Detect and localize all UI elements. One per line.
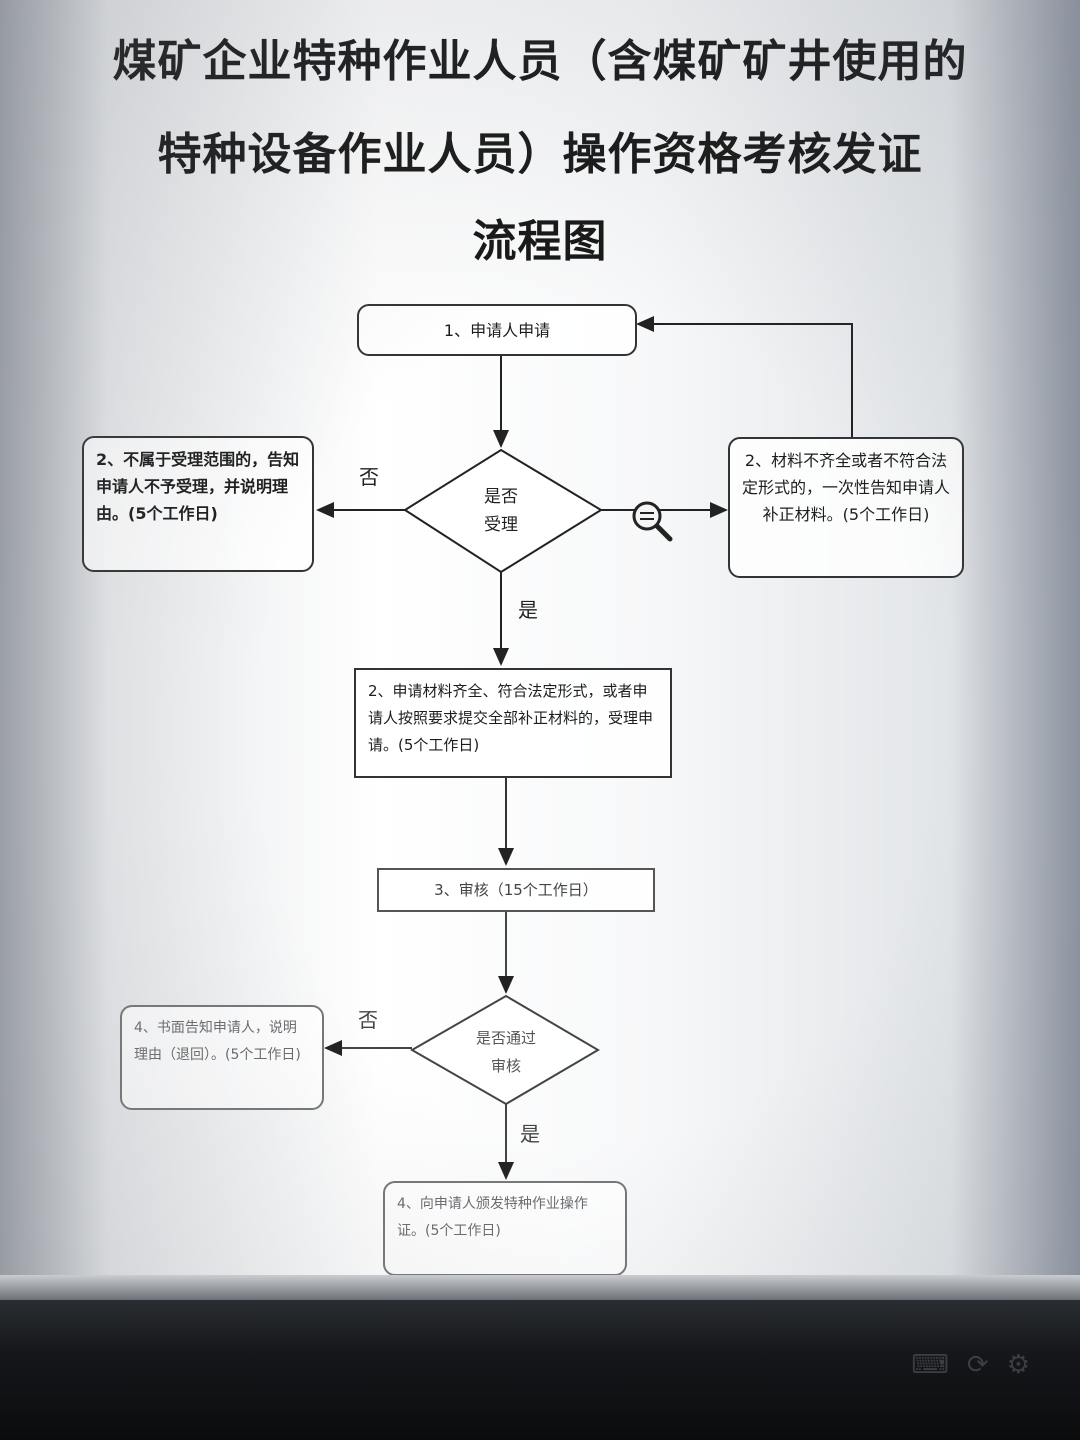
node-issue: 4、向申请人颁发特种作业操作证。(5个工作日): [383, 1181, 627, 1276]
edge-label-no-1: 否: [359, 465, 379, 489]
decision-accept-line-2: 受理: [484, 515, 518, 535]
decision-accept-line-1: 是否: [484, 487, 518, 507]
bezel-icons: ⌨ ⟳ ⚙: [911, 1350, 1030, 1380]
refresh-icon[interactable]: ⟳: [966, 1350, 989, 1380]
node-reject-text: 2、不属于受理范围的，告知申请人不予受理，并说明理由。(5个工作日): [96, 450, 300, 523]
node-apply: 1、申请人申请: [357, 304, 637, 356]
edge-label-no-2: 否: [358, 1008, 378, 1032]
decision-pass-line-2: 审核: [490, 1057, 521, 1075]
monitor-bezel: [0, 1300, 1080, 1440]
node-issue-text: 4、向申请人颁发特种作业操作证。(5个工作日): [397, 1196, 588, 1239]
title-line-2: 特种设备作业人员）操作资格考核发证: [157, 129, 923, 180]
arrow-supplement-to-apply: [636, 316, 853, 438]
node-supplement-text: 2、材料不齐全或者不符合法定形式的，一次性告知申请人补正材料。(5个工作日): [742, 451, 951, 524]
settings-icon[interactable]: ⚙: [1006, 1350, 1030, 1380]
node-accept: 2、申请材料齐全、符合法定形式，或者申请人按照要求提交全部补正材料的，受理申请。…: [354, 668, 672, 778]
decision-pass-line-1: 是否通过: [475, 1029, 536, 1047]
node-review: 3、审核（15个工作日）: [377, 868, 655, 912]
edge-label-yes-2: 是: [520, 1122, 540, 1146]
node-fail: 4、书面告知申请人，说明理由（退回）。(5个工作日): [120, 1005, 324, 1110]
node-review-text: 3、审核（15个工作日）: [434, 880, 598, 899]
node-fail-text: 4、书面告知申请人，说明理由（退回）。(5个工作日): [134, 1020, 301, 1063]
node-supplement: 2、材料不齐全或者不符合法定形式的，一次性告知申请人补正材料。(5个工作日): [728, 437, 964, 578]
edge-label-yes-1: 是: [518, 598, 538, 622]
title-line-1: 煤矿企业特种作业人员（含煤矿矿井使用的: [112, 36, 968, 87]
document-page: 煤矿企业特种作业人员（含煤矿矿井使用的 特种设备作业人员）操作资格考核发证 流程…: [0, 0, 1080, 1330]
node-reject: 2、不属于受理范围的，告知申请人不予受理，并说明理由。(5个工作日): [82, 436, 314, 572]
title-line-3: 流程图: [472, 216, 608, 267]
magnifier-icon[interactable]: [629, 498, 673, 542]
flowchart-connectors: [316, 316, 853, 1180]
decision-pass-text: 是否通过 审核: [451, 1024, 561, 1080]
node-accept-text: 2、申请材料齐全、符合法定形式，或者申请人按照要求提交全部补正材料的，受理申请。…: [368, 682, 654, 754]
keyboard-icon[interactable]: ⌨: [911, 1350, 949, 1380]
node-apply-text: 1、申请人申请: [443, 320, 551, 340]
decision-accept-text: 是否 受理: [451, 483, 551, 539]
